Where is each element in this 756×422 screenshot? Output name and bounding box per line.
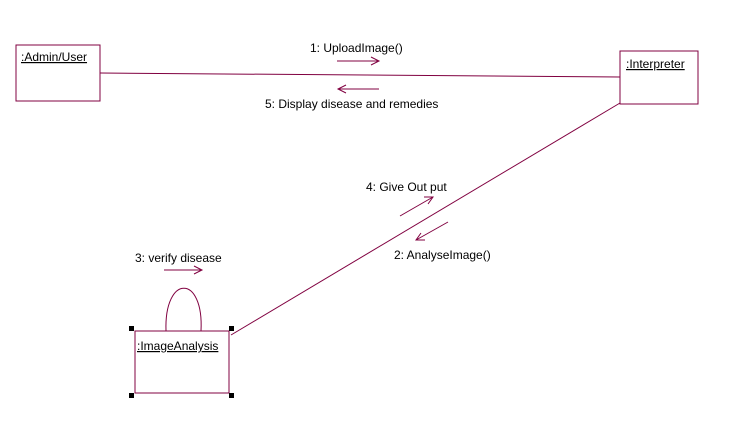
arrowhead-icon [370,56,381,66]
message-4[interactable]: 4: Give Out put [366,180,447,217]
selection-handle-top-right[interactable] [229,326,234,331]
selection-handle-top-left[interactable] [129,326,134,331]
link-admin-interpreter[interactable] [99,72,621,78]
message-2[interactable]: 2: AnalyseImage() [394,221,491,262]
selection-handle-bottom-right[interactable] [229,393,234,398]
arrowhead-icon [424,196,434,205]
message-label-4: 4: Give Out put [366,180,447,194]
message-label-5: 5: Display disease and remedies [265,97,438,111]
selection-handle-bottom-left[interactable] [129,393,134,398]
message-label-3: 3: verify disease [135,251,222,265]
object-label-admin: :Admin/User [21,50,87,64]
object-interpreter[interactable]: :Interpreter [619,50,699,105]
link-interpreter-imageanalysis[interactable] [230,102,621,336]
message-5[interactable]: 5: Display disease and remedies [265,84,438,111]
message-3[interactable]: 3: verify disease [135,251,222,275]
arrowhead-icon [415,232,425,241]
message-label-1: 1: UploadImage() [310,41,403,55]
message-arrow-2 [415,221,449,241]
message-label-2: 2: AnalyseImage() [394,248,491,262]
object-image-analysis[interactable]: :ImageAnalysis [129,326,234,398]
object-admin-user[interactable]: :Admin/User [15,44,101,102]
arrowhead-icon [336,84,347,94]
message-arrow-4 [399,196,434,217]
object-box [15,44,101,102]
object-box [134,330,230,394]
message-1[interactable]: 1: UploadImage() [310,41,403,66]
arrowhead-icon [193,265,204,275]
object-label-interpreter: :Interpreter [626,57,685,71]
object-box [619,50,699,105]
object-label-image-analysis: :ImageAnalysis [137,339,218,353]
self-link-imageanalysis[interactable] [165,288,202,332]
